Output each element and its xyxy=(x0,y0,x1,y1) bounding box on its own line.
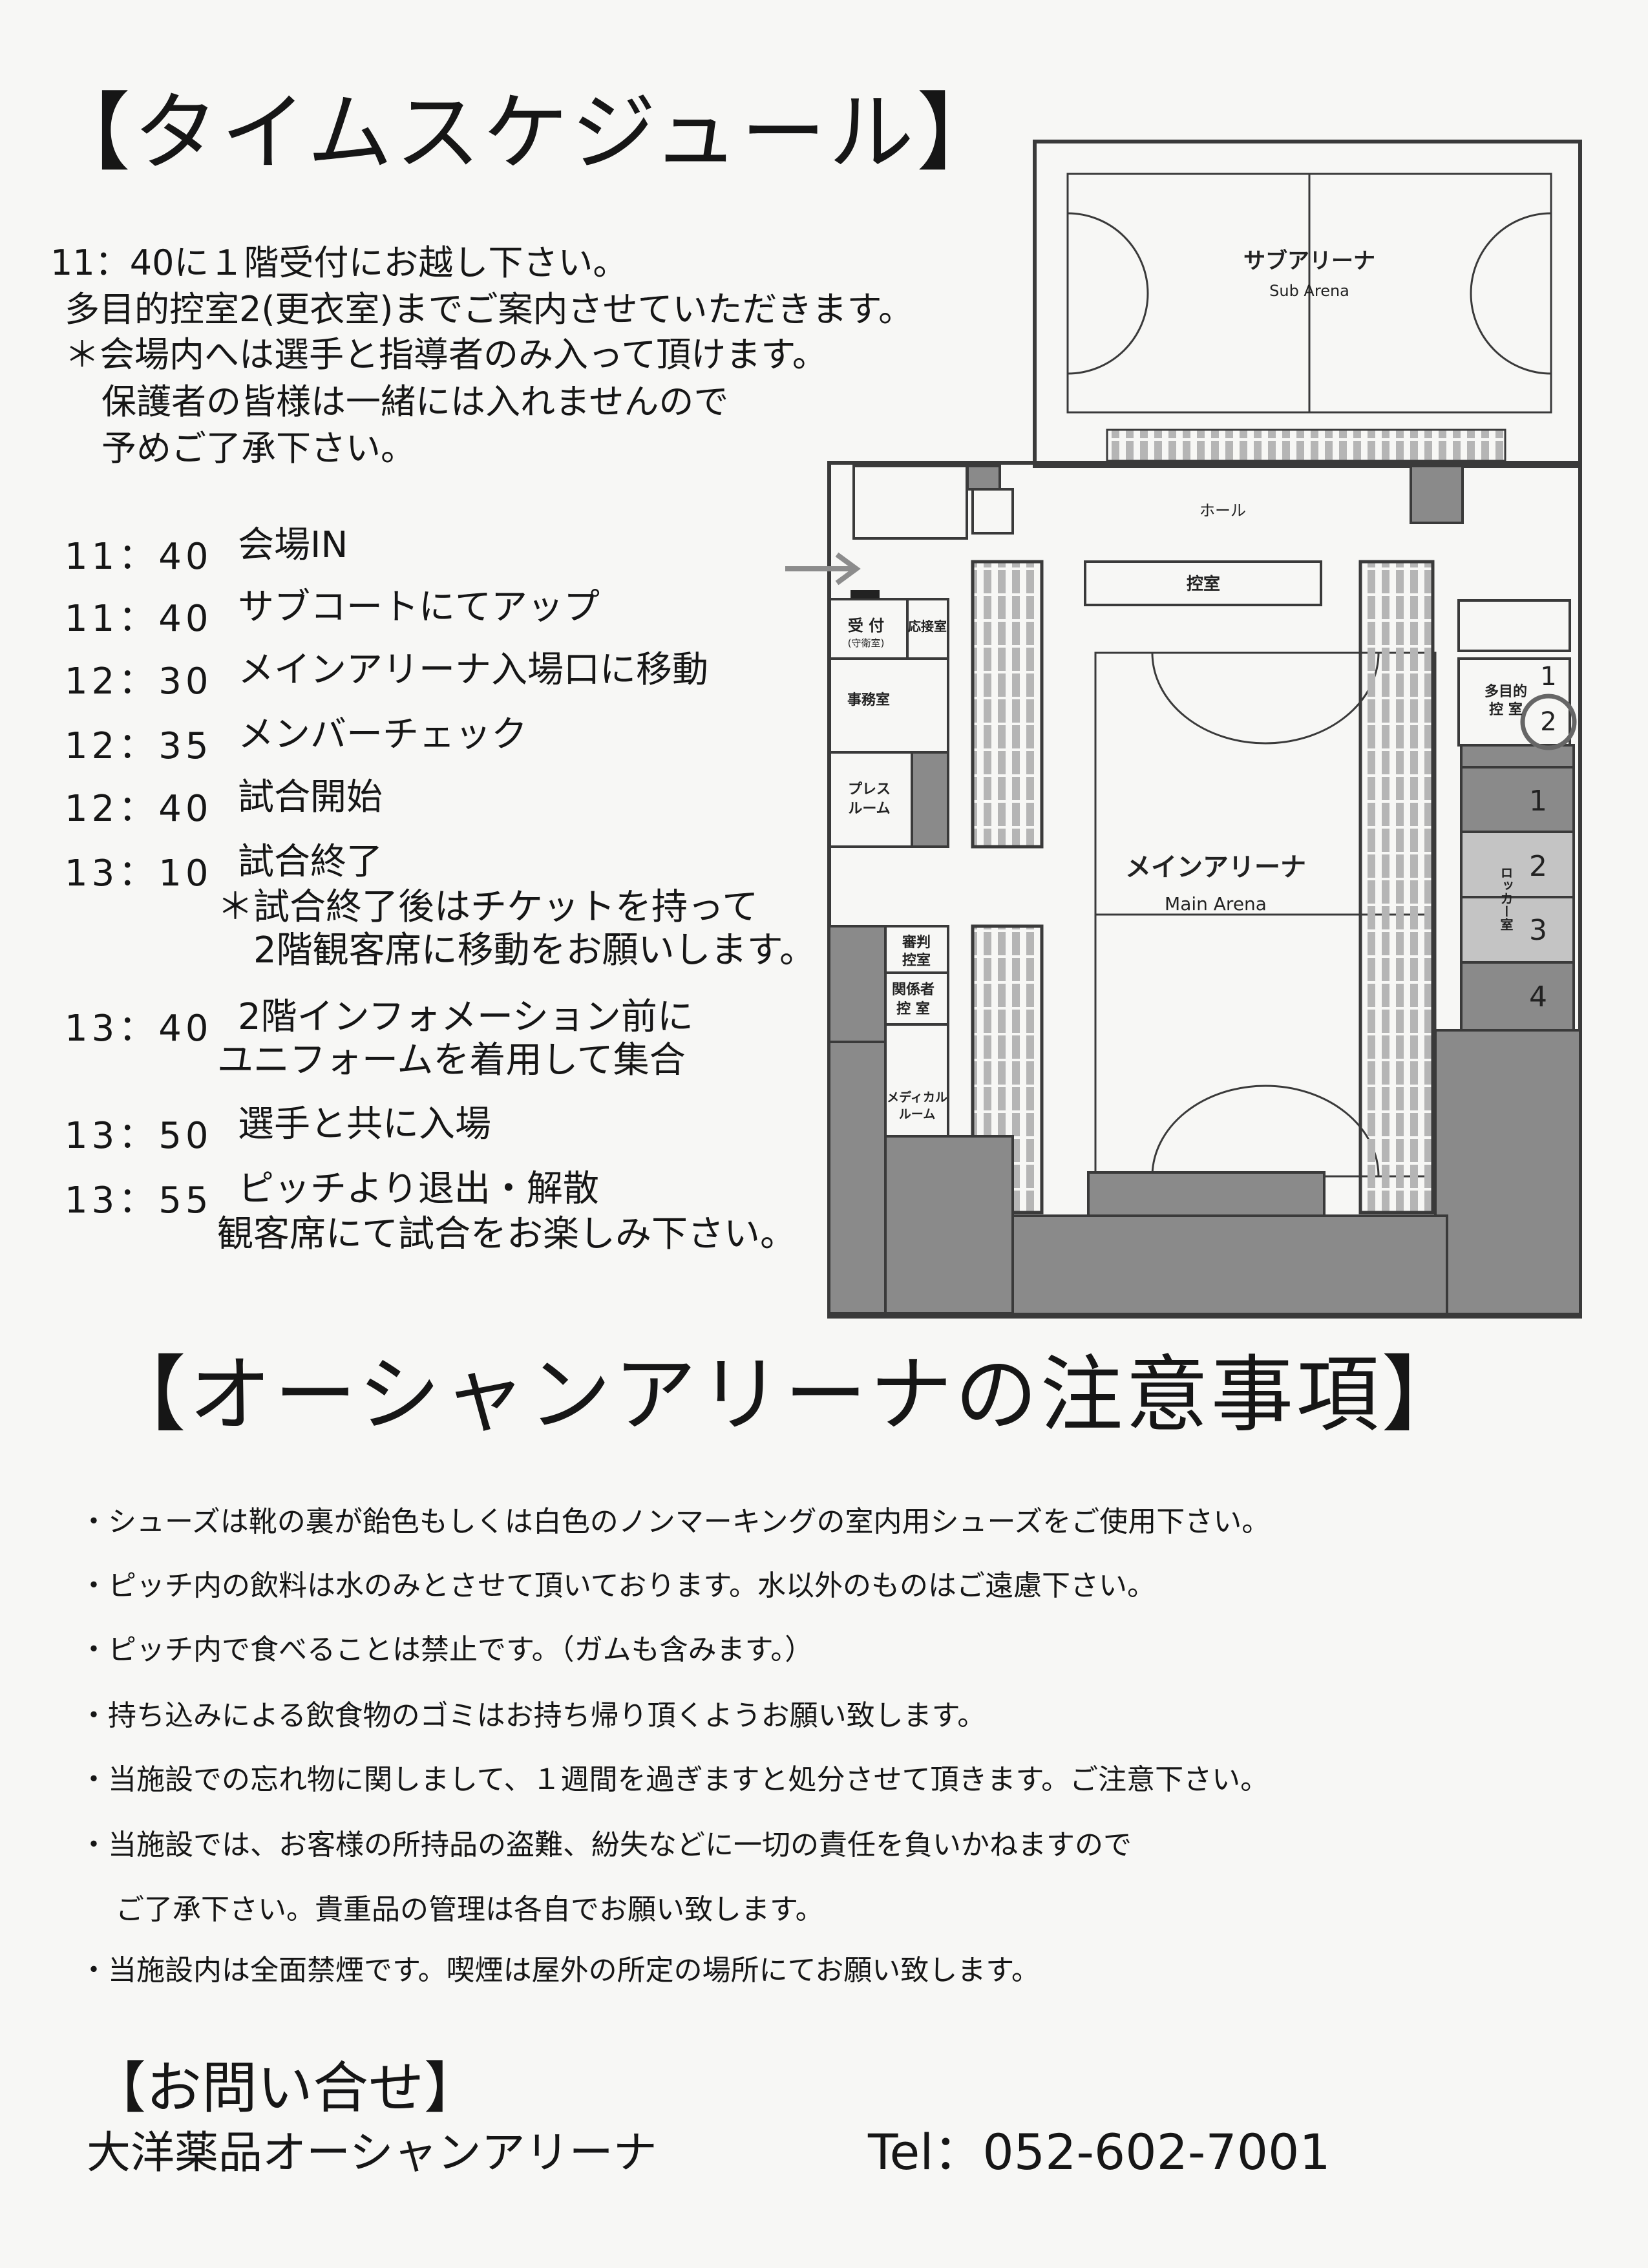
note-item: ・ピッチ内で食べることは禁止です。（ガムも含みます。） xyxy=(79,1633,814,1666)
schedule-subtext: ＊試合終了後はチケットを持って xyxy=(217,886,759,928)
stand-left-upper xyxy=(971,560,1044,849)
schedule-text: サブコートにてアップ xyxy=(238,586,600,628)
stand-right xyxy=(1358,560,1435,1214)
notes-title: 【オーシャンアリーナの注意事項】 xyxy=(103,1347,1467,1443)
intro-line: 多目的控室2(更衣室)までご案内させていただきます。 xyxy=(65,289,914,330)
schedule-time: 12：30 xyxy=(65,661,213,703)
press-room-label: ルーム xyxy=(848,801,890,817)
locker-number: 4 xyxy=(1529,980,1547,1013)
sub-arena-outline xyxy=(1033,140,1582,468)
contact-tel: Tel：052-602-7001 xyxy=(868,2123,1331,2181)
multipurpose-room-label: 多目的 xyxy=(1484,683,1527,700)
schedule-time: 11：40 xyxy=(65,598,213,640)
reception-sub-label: (守衛室) xyxy=(848,637,885,649)
schedule-text: 選手と共に入場 xyxy=(238,1103,491,1145)
intro-line: 保護者の皆様は一緒には入れませんので xyxy=(101,381,729,422)
main-building-outline xyxy=(827,461,1582,1319)
locker-room-1 xyxy=(1460,766,1575,833)
medical-room-label: ルーム xyxy=(899,1107,935,1121)
referee-room-label: 控室 xyxy=(902,952,931,969)
schedule-time: 12：40 xyxy=(65,788,213,830)
contact-name: 大洋薬品オーシャンアリーナ xyxy=(87,2128,657,2179)
schedule-text: 試合開始 xyxy=(238,776,383,818)
schedule-time: 13：10 xyxy=(65,853,213,895)
note-item: ・当施設内は全面禁煙です。喫煙は屋外の所定の場所にてお願い致します。 xyxy=(79,1954,1040,1987)
schedule-time: 12：35 xyxy=(65,725,213,767)
note-item: ・ピッチ内の飲料は水のみとさせて頂いております。水以外のものはご遠慮下さい。 xyxy=(79,1569,1156,1602)
schedule-text: 2階インフォメーション前に xyxy=(238,996,693,1038)
schedule-text: メンバーチェック xyxy=(238,714,527,756)
entrance-arrow-icon xyxy=(785,552,861,586)
main-arena-label-en: Main Arena xyxy=(1165,893,1267,915)
sub-arena-label-en: Sub Arena xyxy=(1269,282,1349,300)
locker-room-3 xyxy=(1460,896,1575,964)
waiting-room xyxy=(1084,560,1322,606)
waiting-room-label: 控室 xyxy=(1187,574,1220,594)
locker-number: 3 xyxy=(1529,914,1547,947)
main-arena-label: メインアリーナ xyxy=(1125,853,1306,882)
multipurpose-room-number: 2 xyxy=(1540,707,1556,737)
schedule-text: 試合終了 xyxy=(238,841,383,883)
locker-number: 1 xyxy=(1529,785,1547,818)
schedule-time: 13：50 xyxy=(65,1115,213,1157)
schedule-text: 会場IN xyxy=(238,524,348,566)
multipurpose-room-number: 1 xyxy=(1540,662,1556,692)
note-item: ・当施設では、お客様の所持品の盗難、紛失などに一切の責任を負いかねますので xyxy=(79,1828,1132,1861)
office-label: 事務室 xyxy=(847,692,890,708)
medical-room-label: メディカル xyxy=(887,1090,947,1105)
staff-room-label: 控 室 xyxy=(896,1001,930,1017)
schedule-subtext: 観客席にて試合をお楽しみ下さい。 xyxy=(217,1213,796,1255)
intro-line: ＊会場内へは選手と指導者のみ入って頂けます。 xyxy=(65,334,827,375)
schedule-time: 13：55 xyxy=(65,1180,213,1222)
press-room-label: プレス xyxy=(848,781,891,798)
staff-room-label: 関係者 xyxy=(892,982,935,998)
schedule-subtext: 2階観客席に移動をお願いします。 xyxy=(253,929,816,971)
referee-room-label: 審判 xyxy=(902,934,931,951)
schedule-text: ピッチより退出・解散 xyxy=(238,1168,599,1210)
note-item: ・シューズは靴の裏が飴色もしくは白色のノンマーキングの室内用シューズをご使用下さ… xyxy=(79,1505,1271,1538)
note-item: ご了承下さい。貴重品の管理は各自でお願い致します。 xyxy=(116,1893,824,1926)
sub-arena-label: サブアリーナ xyxy=(1243,248,1375,274)
note-item: ・持ち込みによる飲食物のゴミはお持ち帰り頂くようお願い致します。 xyxy=(79,1699,986,1732)
hall-label: ホール xyxy=(1199,502,1246,520)
locker-room-2 xyxy=(1460,831,1575,898)
locker-number: 2 xyxy=(1529,850,1547,883)
locker-room-4 xyxy=(1460,961,1575,1032)
schedule-title: 【タイムスケジュール】 xyxy=(45,83,1005,183)
reception-label: 受 付 xyxy=(848,617,884,635)
intro-line: 予めご了承下さい。 xyxy=(101,428,416,469)
schedule-subtext: ユニフォームを着用して集合 xyxy=(217,1039,686,1081)
note-item: ・当施設での忘れ物に関しまして、１週間を過ぎますと処分させて頂きます。ご注意下さ… xyxy=(79,1763,1269,1796)
schedule-time: 13：40 xyxy=(65,1008,213,1050)
locker-room-label: ロッカー室 xyxy=(1498,866,1514,931)
reception-room-label: 応接室 xyxy=(908,619,947,634)
contact-title: 【お問い合せ】 xyxy=(90,2056,480,2121)
intro-line: 11：40に１階受付にお越し下さい。 xyxy=(50,242,628,283)
multipurpose-room-label: 控 室 xyxy=(1489,701,1523,718)
schedule-time: 11：40 xyxy=(65,536,213,578)
schedule-text: メインアリーナ入場口に移動 xyxy=(238,649,708,691)
highlight-circle xyxy=(1520,694,1577,750)
